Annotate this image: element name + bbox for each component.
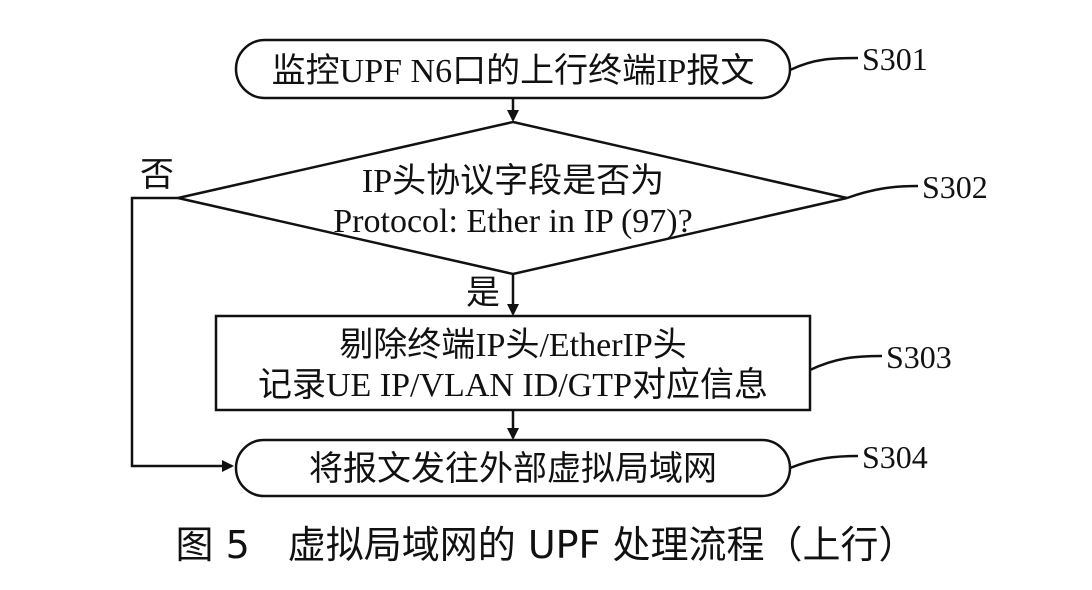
s301-leader-line xyxy=(789,56,859,72)
decision-node-text-line1: IP头协议字段是否为 xyxy=(362,162,664,200)
process-node-text-line1: 剔除终端IP头/EtherIP头 xyxy=(339,326,687,364)
step-label-s302: S302 xyxy=(922,169,988,205)
process-node-text-line2: 记录UE IP/VLAN ID/GTP对应信息 xyxy=(258,366,768,404)
step-label-s304: S304 xyxy=(862,439,928,475)
s304-leader-line xyxy=(789,454,859,470)
s303-leader-line xyxy=(809,354,883,372)
branch-label-no: 否 xyxy=(140,157,174,194)
arrow-no-branch xyxy=(130,196,234,472)
end-node-text: 将报文发往外部虚拟局域网 xyxy=(309,450,717,488)
s302-leader-line xyxy=(846,184,919,200)
decision-node-text-line2: Protocol: Ether in IP (97)? xyxy=(333,203,692,240)
process-node-shape xyxy=(214,314,812,412)
start-node-text: 监控UPF N6口的上行终端IP报文 xyxy=(272,52,755,90)
figure-caption: 图 5 虚拟局域网的 UPF 处理流程（上行） xyxy=(175,523,916,567)
branch-label-yes: 是 xyxy=(466,275,500,312)
step-label-s303: S303 xyxy=(886,339,952,375)
step-label-s301: S301 xyxy=(862,41,928,77)
